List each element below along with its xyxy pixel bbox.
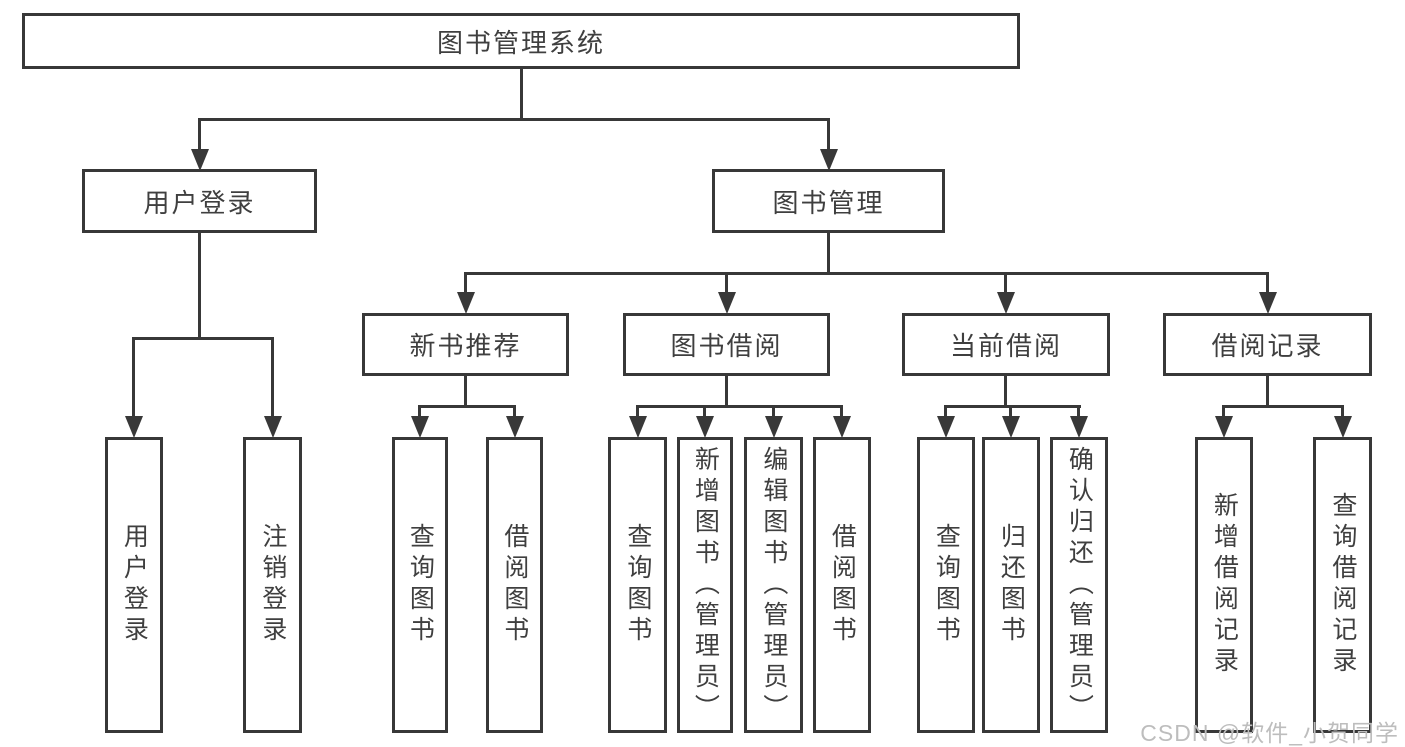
arrowhead-down-icon <box>765 416 783 438</box>
csdn-watermark: CSDN @软件_小贺同学 <box>1140 720 1399 746</box>
leaf-borrow-books: 借阅图书 <box>813 437 871 733</box>
connector-line <box>464 376 467 406</box>
leaf-label: 查询图书 <box>932 523 961 647</box>
arrowhead-down-icon <box>718 292 736 314</box>
arrowhead-down-icon <box>1002 416 1020 438</box>
node-book-borrow: 图书借阅 <box>623 313 830 376</box>
node-label: 用户登录 <box>143 187 256 218</box>
connector-line <box>1222 405 1344 408</box>
leaf-add-borrow-record: 新增借阅记录 <box>1195 437 1253 733</box>
node-new-book-recommend: 新书推荐 <box>362 313 569 376</box>
connector-line <box>944 405 947 419</box>
arrowhead-down-icon <box>1259 292 1277 314</box>
connector-line <box>198 118 201 152</box>
leaf-label: 借阅图书 <box>500 523 529 647</box>
connector-line <box>271 337 274 419</box>
connector-line <box>1004 272 1007 296</box>
leaf-query-books-recommend: 查询图书 <box>392 437 448 733</box>
leaf-logout: 注销登录 <box>243 437 302 733</box>
arrowhead-down-icon <box>997 292 1015 314</box>
connector-line <box>840 405 843 419</box>
leaf-query-borrow-record: 查询借阅记录 <box>1313 437 1372 733</box>
connector-line <box>198 233 201 340</box>
connector-line <box>725 376 728 406</box>
connector-line <box>132 337 135 419</box>
leaf-return-books: 归还图书 <box>982 437 1040 733</box>
leaf-label: 确认归还（管理员） <box>1065 445 1094 725</box>
leaf-label: 编辑图书（管理员） <box>759 445 788 725</box>
connector-line <box>418 405 516 408</box>
arrowhead-down-icon <box>833 416 851 438</box>
arrowhead-down-icon <box>125 416 143 438</box>
arrowhead-down-icon <box>937 416 955 438</box>
node-label: 图书管理 <box>772 187 885 218</box>
node-user-login: 用户登录 <box>82 169 317 233</box>
connector-line <box>636 405 843 408</box>
connector-line <box>198 118 830 121</box>
leaf-label: 新增借阅记录 <box>1210 492 1239 678</box>
connector-line <box>132 337 274 340</box>
connector-line <box>464 272 467 296</box>
arrowhead-down-icon <box>506 416 524 438</box>
leaf-label: 查询借阅记录 <box>1328 492 1357 678</box>
node-label: 图书管理系统 <box>436 27 605 58</box>
arrowhead-down-icon <box>191 149 209 171</box>
node-current-borrow: 当前借阅 <box>902 313 1110 376</box>
leaf-label: 归还图书 <box>997 523 1026 647</box>
arrowhead-down-icon <box>1215 416 1233 438</box>
leaf-edit-book-admin: 编辑图书（管理员） <box>744 437 803 733</box>
leaf-user-login: 用户登录 <box>105 437 163 733</box>
arrowhead-down-icon <box>457 292 475 314</box>
leaf-borrow-books-recommend: 借阅图书 <box>486 437 543 733</box>
leaf-label: 新增图书（管理员） <box>691 445 720 725</box>
connector-line <box>520 69 523 119</box>
connector-line <box>827 118 830 152</box>
arrowhead-down-icon <box>264 416 282 438</box>
node-borrow-records: 借阅记录 <box>1163 313 1372 376</box>
leaf-query-books-borrow: 查询图书 <box>608 437 667 733</box>
connector-line <box>944 405 1081 408</box>
connector-line <box>1266 272 1269 296</box>
arrowhead-down-icon <box>411 416 429 438</box>
connector-line <box>1266 376 1269 406</box>
node-label: 借阅记录 <box>1211 331 1324 361</box>
node-label: 图书借阅 <box>670 331 783 361</box>
leaf-confirm-return-admin: 确认归还（管理员） <box>1050 437 1108 733</box>
leaf-label: 查询图书 <box>623 523 652 647</box>
arrowhead-down-icon <box>1334 416 1352 438</box>
node-label: 当前借阅 <box>949 331 1062 361</box>
leaf-label: 注销登录 <box>258 523 287 647</box>
connector-line <box>827 233 830 275</box>
connector-line <box>1341 405 1344 419</box>
arrowhead-down-icon <box>1070 416 1088 438</box>
arrowhead-down-icon <box>696 416 714 438</box>
node-library-management-system: 图书管理系统 <box>22 13 1020 69</box>
node-label: 新书推荐 <box>409 331 522 361</box>
leaf-label: 借阅图书 <box>828 523 857 647</box>
arrowhead-down-icon <box>820 149 838 171</box>
connector-line <box>464 272 1269 275</box>
connector-line <box>772 405 775 419</box>
arrowhead-down-icon <box>629 416 647 438</box>
connector-line <box>418 405 421 419</box>
connector-line <box>1004 376 1007 406</box>
connector-line <box>1222 405 1225 419</box>
leaf-label: 用户登录 <box>120 523 149 647</box>
connector-line <box>636 405 639 419</box>
connector-line <box>1077 405 1080 419</box>
connector-line <box>703 405 706 419</box>
connector-line <box>725 272 728 296</box>
node-book-management: 图书管理 <box>712 169 945 233</box>
connector-line <box>513 405 516 419</box>
leaf-label: 查询图书 <box>406 523 435 647</box>
leaf-query-books-current: 查询图书 <box>917 437 975 733</box>
connector-line <box>1009 405 1012 419</box>
leaf-add-book-admin: 新增图书（管理员） <box>677 437 733 733</box>
